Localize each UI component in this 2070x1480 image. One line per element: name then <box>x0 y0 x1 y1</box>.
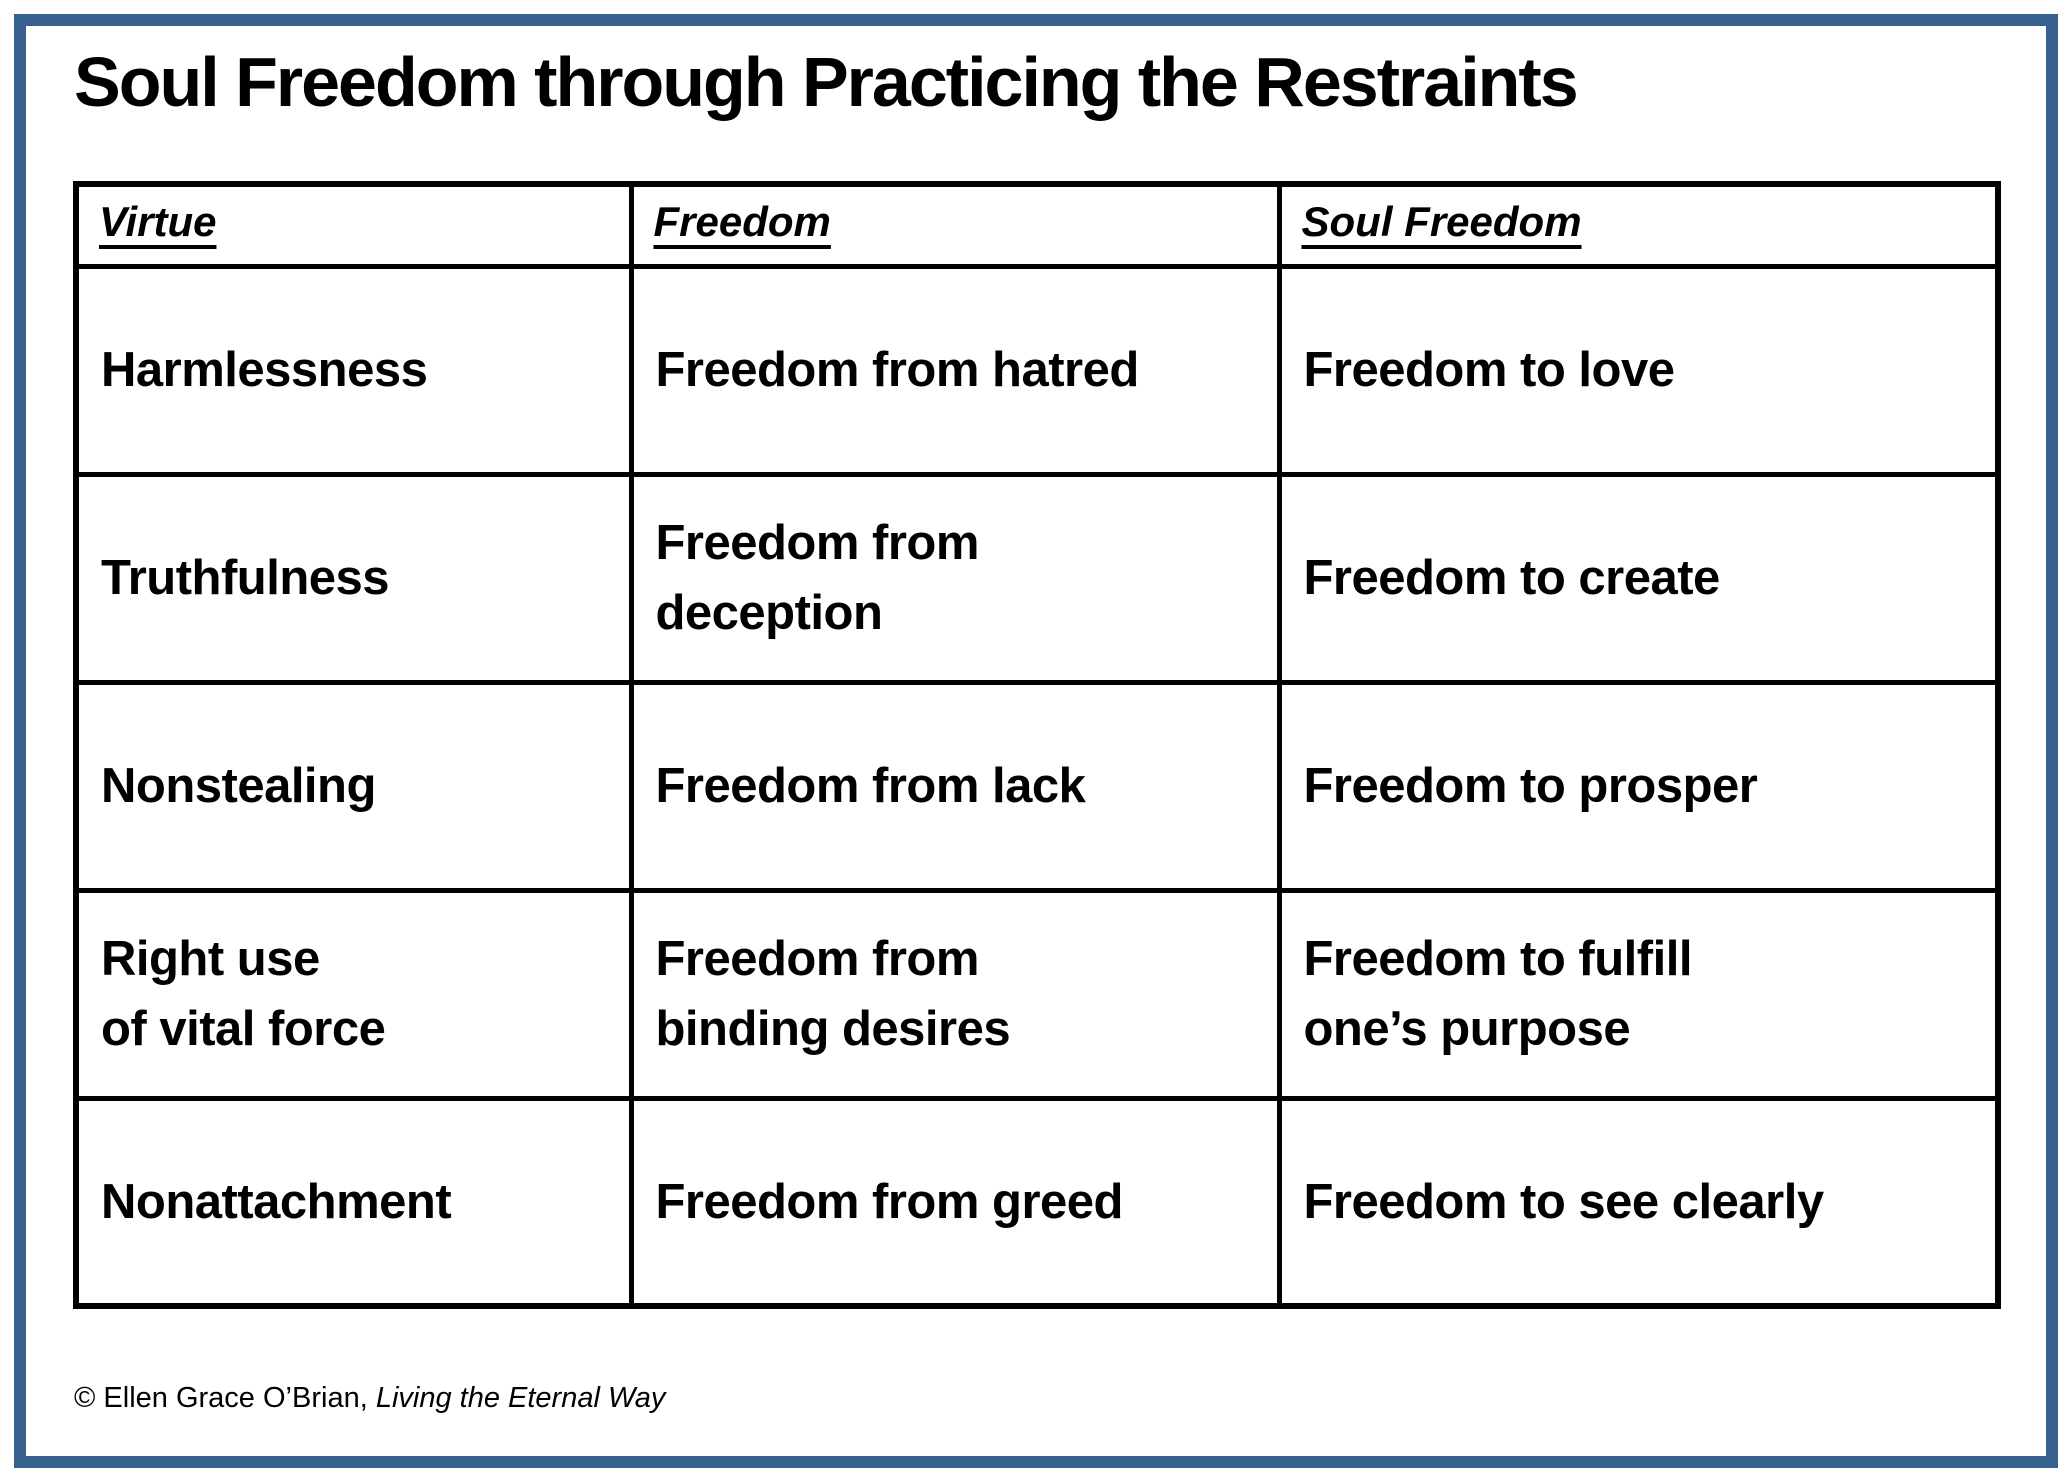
virtue-cell: Harmlessness <box>73 263 634 477</box>
page-frame: Soul Freedom through Practicing the Rest… <box>14 14 2058 1468</box>
header-soul-freedom-label: Soul Freedom <box>1301 198 1582 246</box>
header-cell-soul-freedom: Soul Freedom <box>1276 181 2001 269</box>
table-row: Nonstealing Freedom from lack Freedom to… <box>73 679 2001 893</box>
table-row: Truthfulness Freedom from deception Free… <box>73 471 2001 685</box>
table-row: Right use of vital force Freedom from bi… <box>73 887 2001 1101</box>
copyright-text: © Ellen Grace O’Brian, <box>74 1382 376 1414</box>
virtues-table: Virtue Freedom Soul Freedom Harmlessness… <box>73 181 2001 1309</box>
copyright-line: © Ellen Grace O’Brian, Living the Eterna… <box>74 1382 665 1415</box>
soul-freedom-cell: Freedom to love <box>1276 263 2001 477</box>
virtue-cell: Truthfulness <box>73 471 634 685</box>
table-row: Harmlessness Freedom from hatred Freedom… <box>73 263 2001 477</box>
page-title: Soul Freedom through Practicing the Rest… <box>74 43 1579 121</box>
soul-freedom-cell: Freedom to create <box>1276 471 2001 685</box>
freedom-cell: Freedom from deception <box>628 471 1282 685</box>
virtue-cell: Nonstealing <box>73 679 634 893</box>
header-freedom-label: Freedom <box>653 198 831 246</box>
book-title: Living the Eternal Way <box>375 1382 666 1414</box>
header-virtue-label: Virtue <box>99 198 217 246</box>
virtue-cell: Nonattachment <box>73 1095 634 1309</box>
freedom-cell: Freedom from lack <box>628 679 1282 893</box>
table-row: Nonattachment Freedom from greed Freedom… <box>73 1095 2001 1309</box>
header-cell-freedom: Freedom <box>628 181 1282 269</box>
soul-freedom-cell: Freedom to prosper <box>1276 679 2001 893</box>
freedom-cell: Freedom from binding desires <box>628 887 1282 1101</box>
soul-freedom-cell: Freedom to see clearly <box>1276 1095 2001 1309</box>
header-cell-virtue: Virtue <box>73 181 634 269</box>
soul-freedom-cell: Freedom to fulfill one’s purpose <box>1276 887 2001 1101</box>
virtue-cell: Right use of vital force <box>73 887 634 1101</box>
freedom-cell: Freedom from hatred <box>628 263 1282 477</box>
table-header-row: Virtue Freedom Soul Freedom <box>73 181 2001 269</box>
freedom-cell: Freedom from greed <box>628 1095 1282 1309</box>
